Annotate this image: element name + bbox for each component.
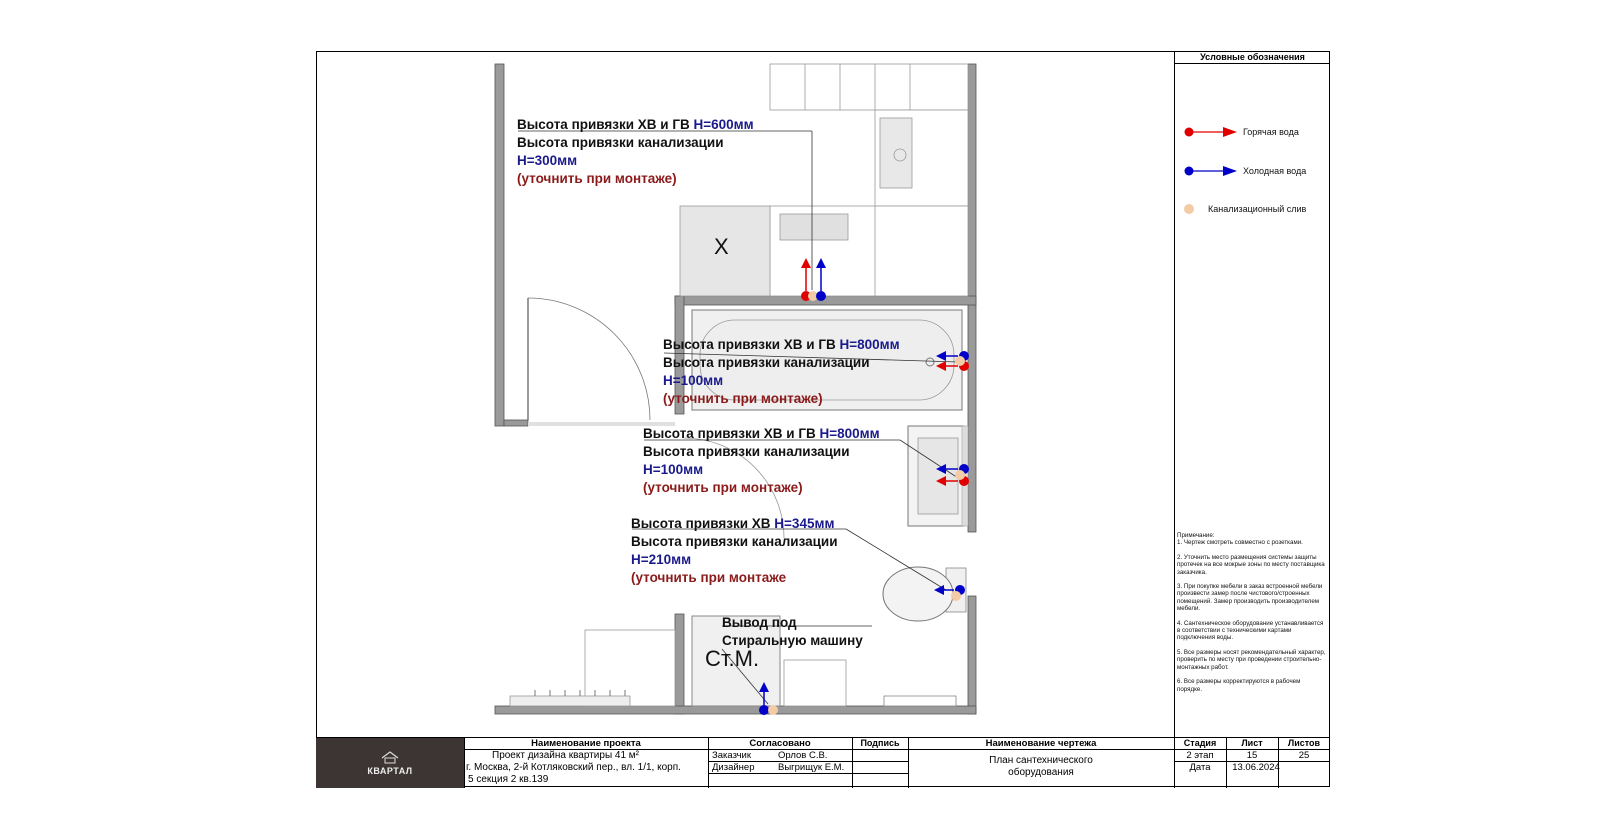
sink-note: Высота привязки ХВ и ГВ Н=800мм Высота п… — [643, 425, 880, 497]
washer-note: Вывод под Стиральную машину — [722, 614, 863, 650]
note-warning: (уточнить при монтаже — [631, 570, 787, 585]
note-value: Н=100мм — [663, 373, 724, 388]
remarks: Примечание: 1. Чертеж смотреть совместно… — [1177, 532, 1327, 700]
drawing-line1: План сантехнического — [989, 755, 1093, 766]
note-value: Н=300мм — [517, 153, 578, 168]
title-block: КВАРТАЛ Наименование проекта Проект диза… — [316, 737, 1330, 788]
drawing-line2: оборудования — [1008, 767, 1074, 778]
legend-sewer-symbol — [1184, 204, 1194, 214]
remark-item: 2. Уточнить место размещения системы защ… — [1177, 553, 1325, 576]
legend-sewer: Канализационный слив — [1208, 204, 1307, 214]
note-value: Н=800мм — [819, 426, 880, 441]
remark-item: 1. Чертеж смотреть совместно с розетками… — [1177, 539, 1303, 547]
legend-cold-water: Холодная вода — [1243, 166, 1307, 176]
stage-value: 2 этап — [1186, 750, 1214, 761]
fridge — [679, 205, 771, 297]
project-line2: г. Москва, 2-й Котляковский пер., вл. 1/… — [466, 762, 681, 773]
note-line: Высота привязки ХВ и ГВ — [517, 117, 694, 132]
sink-connections — [936, 464, 969, 486]
kitchen-connections — [801, 258, 826, 301]
note-line: Высота привязки канализации — [643, 444, 850, 459]
logo-text: КВАРТАЛ — [367, 766, 413, 776]
wall-bottom — [494, 705, 977, 715]
name-customer: Орлов С.В. — [778, 750, 828, 761]
cold-water-icon — [1184, 166, 1194, 176]
note-line: Высота привязки канализации — [631, 534, 838, 549]
note-line: Вывод под — [722, 615, 797, 630]
remark-item: 4. Сантехническое оборудование устанавли… — [1177, 619, 1324, 642]
signature-header: Подпись — [860, 738, 900, 748]
washer-connections — [759, 682, 778, 715]
wall-stub — [503, 419, 529, 427]
kitchen-note: Высота привязки ХВ и ГВ Н=600мм Высота п… — [517, 116, 754, 188]
note-line: Высота привязки ХВ — [631, 516, 775, 531]
project-line3: 5 секция 2 кв.139 — [468, 774, 549, 785]
note-line: Стиральную машину — [722, 633, 863, 648]
date-label: Дата — [1189, 762, 1211, 773]
sheets-header: Листов — [1287, 738, 1321, 748]
date-value: 13.06.2024 — [1232, 762, 1280, 773]
note-value: Н=210мм — [631, 552, 692, 567]
agreed-header: Согласовано — [749, 738, 811, 749]
legend-title: Условные обозначения — [1175, 51, 1330, 64]
role-designer: Дизайнер — [712, 762, 755, 773]
sheet-value: 15 — [1246, 750, 1258, 761]
note-value: Н=100мм — [643, 462, 704, 477]
project-header: Наименование проекта — [531, 738, 641, 749]
drawing-header: Наименование чертежа — [985, 738, 1097, 749]
washer-label: Ст.М. — [705, 646, 760, 671]
toilet-note: Высота привязки ХВ Н=345мм Высота привяз… — [631, 515, 838, 587]
remarks-title: Примечание: — [1177, 532, 1215, 539]
remark-item: 3. При покупке мебели в заказ встроенной… — [1177, 583, 1323, 613]
note-line: Высота привязки канализации — [663, 355, 870, 370]
project-line1: Проект дизайна квартиры 41 м² — [492, 750, 640, 761]
bathtub-note: Высота привязки ХВ и ГВ Н=800мм Высота п… — [663, 336, 900, 408]
wall-bathroom-left-lower — [674, 613, 685, 715]
stage-header: Стадия — [1183, 738, 1217, 748]
note-value: Н=600мм — [693, 117, 754, 132]
note-line: Высота привязки ХВ и ГВ — [663, 337, 840, 352]
sheets-value: 25 — [1298, 750, 1310, 761]
hot-water-icon — [1184, 127, 1194, 137]
legend-hot-water: Горячая вода — [1243, 127, 1299, 137]
wall-bathroom-left — [674, 295, 685, 415]
threshold — [528, 422, 675, 426]
legend-symbols — [1184, 127, 1237, 176]
note-line: Высота привязки ХВ и ГВ — [643, 426, 820, 441]
note-value: Н=800мм — [839, 337, 900, 352]
note-warning: (уточнить при монтаже) — [643, 480, 803, 495]
remark-item: 6. Все размеры корректируются в рабочем … — [1177, 678, 1301, 693]
sewer-drain-icon — [1184, 204, 1194, 214]
kitchen-cabinets — [769, 63, 969, 297]
wall-left — [494, 63, 505, 427]
name-designer: Выгрищук Е.М. — [778, 762, 845, 773]
remark-item: 5. Все размеры носят рекомендательный ха… — [1177, 648, 1326, 671]
fridge-label: Х — [714, 234, 729, 259]
company-logo: КВАРТАЛ — [316, 738, 464, 788]
toilet-connections — [934, 585, 965, 601]
legend-panel: Условные обозначения Горячая вода Холодн… — [1174, 51, 1330, 737]
house-icon — [381, 751, 399, 764]
note-warning: (уточнить при монтаже) — [517, 171, 677, 186]
bathtub-connections — [936, 351, 969, 371]
door-swing — [527, 297, 651, 421]
wall-right-lower — [967, 595, 977, 715]
note-warning: (уточнить при монтаже) — [663, 391, 823, 406]
sheet-header: Лист — [1241, 738, 1263, 748]
note-value: Н=345мм — [774, 516, 835, 531]
role-customer: Заказчик — [712, 750, 752, 761]
note-line: Высота привязки канализации — [517, 135, 724, 150]
hall-cabinet — [584, 629, 676, 707]
